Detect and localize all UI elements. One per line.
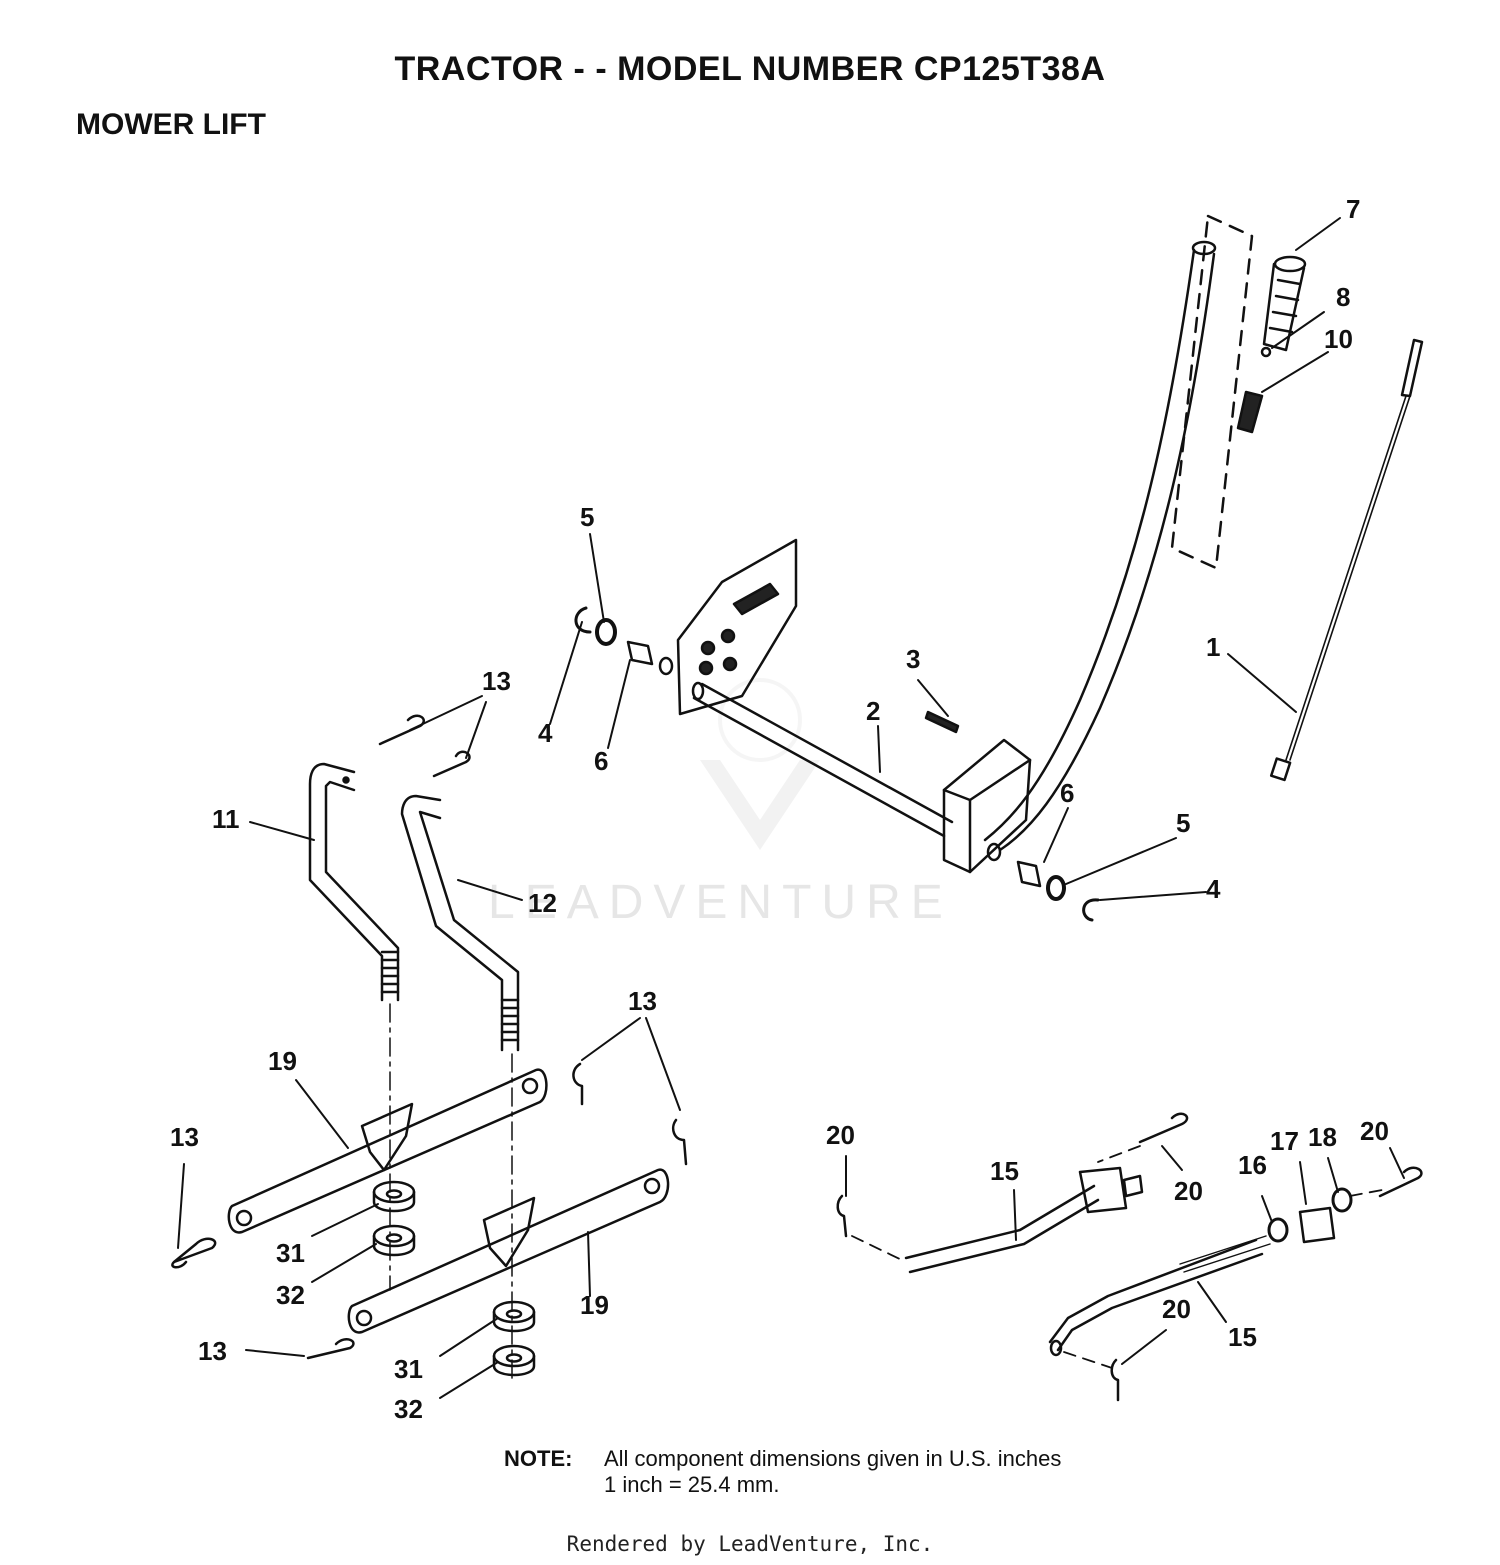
callout: 12 — [528, 888, 557, 918]
spring — [1236, 390, 1264, 434]
footer-credit: Rendered by LeadVenture, Inc. — [566, 1532, 934, 1556]
left-fasteners — [574, 606, 674, 676]
hairpin-clip — [1110, 1358, 1120, 1402]
lift-rod-15-lower — [1048, 1235, 1271, 1357]
page-title: TRACTOR - - MODEL NUMBER CP125T38A — [394, 50, 1106, 88]
callout: 1 — [1206, 632, 1220, 662]
callout: 13 — [198, 1336, 227, 1366]
callout: 15 — [1228, 1322, 1257, 1352]
hairpin-clip — [1378, 1166, 1423, 1198]
callouts: 1 2 3 4 4 5 5 6 6 7 8 10 11 12 13 13 13 … — [170, 194, 1389, 1424]
lift-rod — [1269, 338, 1424, 782]
callout: 16 — [1238, 1150, 1267, 1180]
callout: 18 — [1308, 1122, 1337, 1152]
callout: 32 — [394, 1394, 423, 1424]
callout: 11 — [212, 804, 240, 834]
lift-shaft — [691, 681, 954, 838]
grip — [1262, 255, 1307, 352]
watermark-logo — [700, 678, 820, 850]
hairpin-clip — [572, 1062, 584, 1106]
lift-link-11 — [308, 762, 400, 1002]
callout: 6 — [1060, 778, 1074, 808]
callout: 17 — [1270, 1126, 1299, 1156]
grip-outline — [1170, 214, 1254, 570]
callout: 20 — [1174, 1176, 1203, 1206]
washer-8 — [1260, 346, 1272, 358]
callout: 4 — [1206, 874, 1221, 904]
callout: 7 — [1346, 194, 1360, 224]
callout: 13 — [628, 986, 657, 1016]
hairpin-clip — [836, 1194, 848, 1238]
trunnion-17 — [1298, 1206, 1336, 1244]
callout: 6 — [594, 746, 608, 776]
callout: 32 — [276, 1280, 305, 1310]
bushing-nut-lower — [492, 1300, 536, 1377]
callout: 31 — [394, 1354, 423, 1384]
lift-link-12 — [400, 794, 520, 1052]
callout: 19 — [268, 1046, 297, 1076]
note-line-1: All component dimensions given in U.S. i… — [604, 1446, 1062, 1471]
lift-handle — [983, 240, 1217, 852]
note-line-2: 1 inch = 25.4 mm. — [604, 1472, 780, 1497]
callout: 13 — [482, 666, 511, 696]
callout: 3 — [906, 644, 920, 674]
callout: 20 — [826, 1120, 855, 1150]
callout: 5 — [1176, 808, 1190, 838]
callout: 13 — [170, 1122, 199, 1152]
hairpin-clip — [378, 714, 425, 746]
mounting-plate — [676, 538, 798, 716]
callout: 2 — [866, 696, 880, 726]
hairpin-clip — [306, 1338, 355, 1360]
watermark-text: LEADVENTURE — [488, 876, 953, 929]
hairpin-clip — [672, 1118, 688, 1166]
right-fasteners — [986, 842, 1100, 922]
callout: 8 — [1336, 282, 1350, 312]
callout: 5 — [580, 502, 594, 532]
callout: 31 — [276, 1238, 305, 1268]
callout: 10 — [1324, 324, 1353, 354]
callout: 19 — [580, 1290, 609, 1320]
bushing-nut-upper — [372, 1180, 416, 1257]
note-label: NOTE: — [504, 1446, 573, 1471]
hairpin-clip — [1138, 1112, 1189, 1144]
callout: 4 — [538, 718, 553, 748]
hairpin-clip — [432, 750, 471, 778]
assembly-lines — [851, 1145, 1383, 1369]
section-title: MOWER LIFT — [76, 108, 266, 141]
lift-rod-15-upper — [904, 1166, 1144, 1274]
bushing-18 — [1331, 1187, 1353, 1213]
leader-lines — [177, 217, 1405, 1399]
lift-arm-19-lower — [347, 1168, 670, 1334]
callout: 20 — [1162, 1294, 1191, 1324]
lift-arm-19-upper — [227, 1068, 548, 1234]
nut-16 — [1267, 1217, 1289, 1243]
callout: 20 — [1360, 1116, 1389, 1146]
callout: 15 — [990, 1156, 1019, 1186]
handle-bracket — [942, 738, 1032, 874]
hairpin-clip — [171, 1237, 217, 1269]
key — [924, 710, 960, 734]
